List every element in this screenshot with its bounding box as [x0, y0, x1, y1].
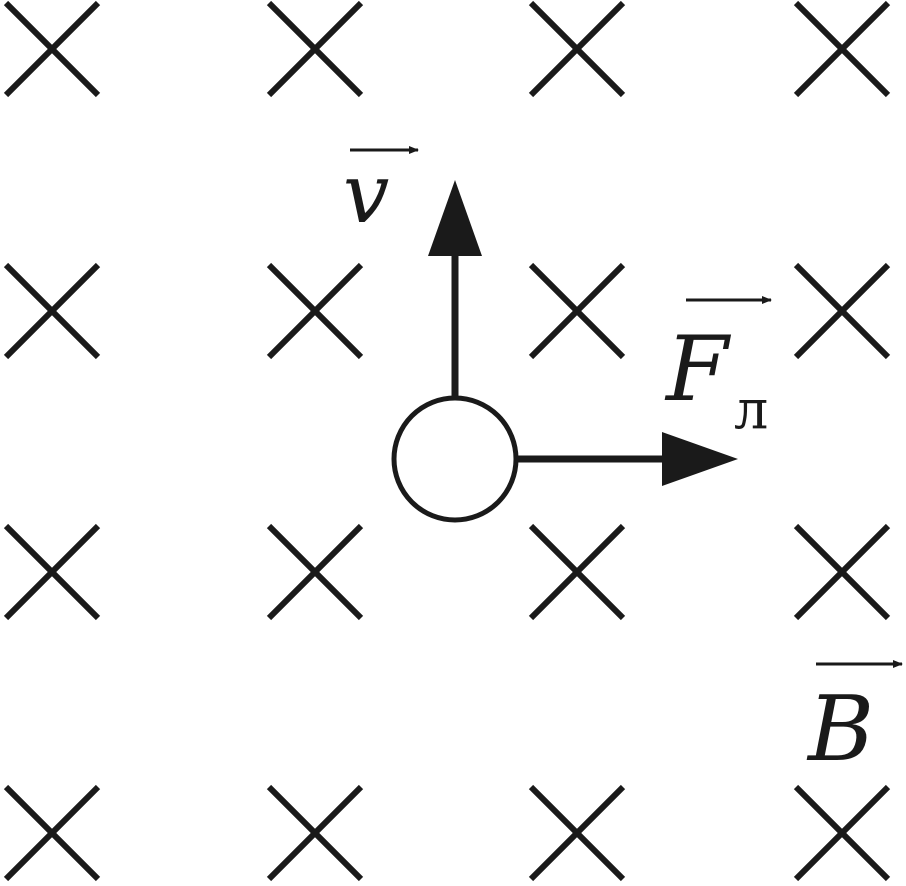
field-cross-icon: [793, 784, 891, 882]
field-cross-icon: [528, 784, 626, 882]
field-cross-icon: [793, 0, 891, 98]
cross-stroke: [528, 0, 626, 98]
field-cross-icon: [528, 262, 626, 360]
cross-stroke: [266, 262, 364, 360]
field-cross-icon: [3, 784, 101, 882]
field-cross-icon: [266, 784, 364, 882]
cross-stroke: [266, 784, 364, 882]
cross-stroke: [3, 0, 101, 98]
velocity-label-text: v: [343, 147, 389, 242]
cross-stroke: [528, 262, 626, 360]
velocity-arrowhead: [428, 180, 482, 256]
force-label-subscript: л: [734, 378, 768, 441]
field-cross-icon: [528, 0, 626, 98]
field-cross-icon: [3, 262, 101, 360]
field-cross-icon: [3, 523, 101, 621]
field-cross-icon: [266, 262, 364, 360]
cross-stroke: [793, 784, 891, 882]
cross-stroke: [266, 0, 364, 98]
cross-stroke: [3, 784, 101, 882]
field-cross-icon: [266, 523, 364, 621]
field-cross-icon: [793, 523, 891, 621]
force-arrowhead: [662, 432, 738, 486]
cross-stroke: [3, 523, 101, 621]
force-label: F л: [664, 296, 772, 441]
field-cross-icon: [266, 0, 364, 98]
charged-particle: [391, 395, 519, 523]
cross-stroke: [793, 262, 891, 360]
cross-stroke: [793, 0, 891, 98]
field-label: B: [806, 660, 903, 782]
force-vector: [514, 432, 738, 486]
field-label-text: B: [806, 677, 874, 782]
cross-stroke: [266, 523, 364, 621]
field-cross-icon: [3, 0, 101, 98]
force-label-text: F: [664, 317, 732, 422]
cross-stroke: [528, 523, 626, 621]
cross-stroke: [528, 784, 626, 882]
cross-stroke: [3, 262, 101, 360]
velocity-label: v: [343, 146, 419, 242]
field-cross-icon: [528, 523, 626, 621]
velocity-vector: [428, 180, 482, 398]
field-cross-icon: [793, 262, 891, 360]
cross-stroke: [793, 523, 891, 621]
magnetic-field-crosses: [3, 0, 891, 882]
